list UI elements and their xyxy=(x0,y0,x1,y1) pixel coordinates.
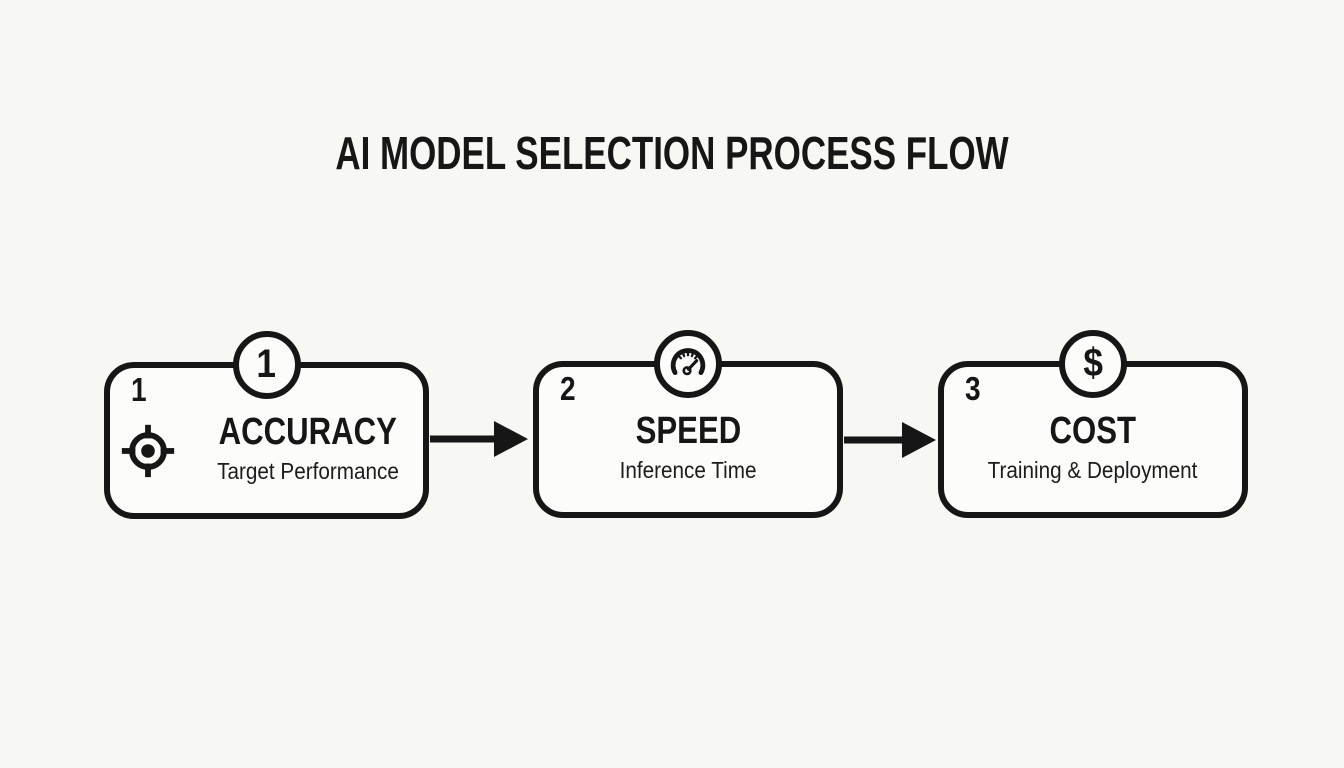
step-box-speed: 2 SPEED Inference Time xyxy=(533,330,843,518)
step-1-texts: ACCURACY Target Performance xyxy=(199,410,416,484)
step-2-badge xyxy=(654,330,722,398)
step-label: SPEED xyxy=(635,409,741,452)
step-3-badge: $ xyxy=(1059,330,1127,398)
step-subtitle: Inference Time xyxy=(619,456,757,483)
speedometer-icon xyxy=(670,348,706,376)
flow-arrow-icon xyxy=(430,421,528,457)
step-label: ACCURACY xyxy=(218,410,397,453)
step-1-content: ACCURACY Target Performance xyxy=(110,368,423,513)
step-subtitle: Target Performance xyxy=(216,457,399,484)
step-3-content: COST Training & Deployment xyxy=(944,367,1242,512)
step-box-cost: $ 3 COST Training & Deployment xyxy=(938,330,1248,518)
step-2-content: SPEED Inference Time xyxy=(539,367,837,512)
target-icon xyxy=(121,424,174,477)
step-2-corner-number: 2 xyxy=(560,370,576,407)
step-box-accuracy: 1 1 ACCURACY Target Performance xyxy=(104,331,429,519)
badge-number-label: 1 xyxy=(256,341,277,386)
step-subtitle: Training & Deployment xyxy=(988,456,1198,483)
step-1-corner-number: 1 xyxy=(131,371,147,408)
dollar-icon: $ xyxy=(1083,340,1103,385)
step-3-corner-number: 3 xyxy=(965,370,981,407)
page-title: AI MODEL SELECTION PROCESS FLOW xyxy=(335,127,1009,179)
flow-arrow-icon xyxy=(844,422,936,458)
step-1-badge: 1 xyxy=(232,331,301,399)
step-2-texts: SPEED Inference Time xyxy=(612,409,764,483)
step-3-texts: COST Training & Deployment xyxy=(976,409,1209,483)
step-label: COST xyxy=(1049,409,1137,452)
